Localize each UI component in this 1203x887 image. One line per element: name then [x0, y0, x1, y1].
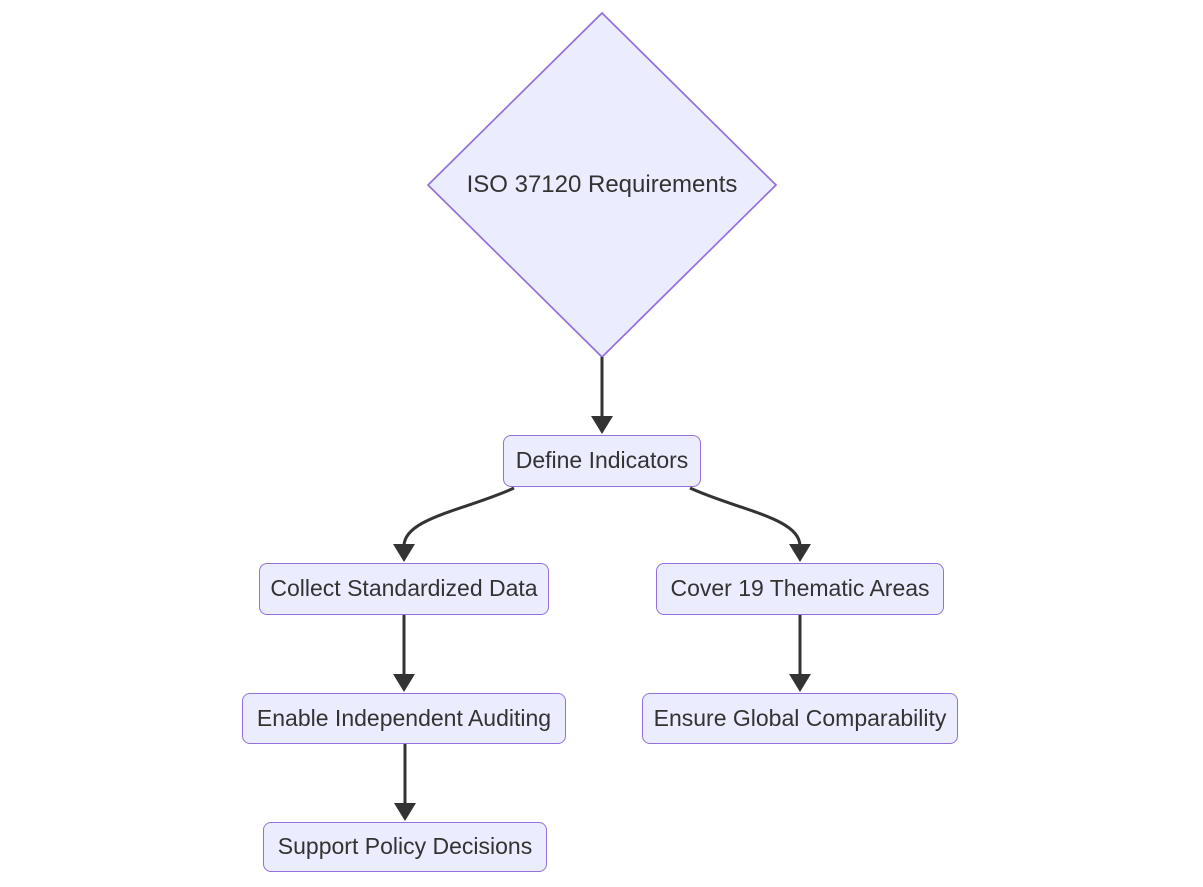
arrowhead-collect-to-audit	[393, 674, 415, 692]
node-ensure-global-comparability: Ensure Global Comparability	[642, 693, 958, 744]
node-enable-independent-auditing: Enable Independent Auditing	[242, 693, 566, 744]
arrowhead-cover-to-comparability	[789, 674, 811, 692]
edge-define-to-cover	[689, 486, 802, 547]
node-cover-19-thematic-areas: Cover 19 Thematic Areas	[656, 563, 944, 615]
arrowhead-audit-to-policy	[394, 803, 416, 821]
node-iso-37120-requirements: ISO 37120 Requirements	[466, 171, 738, 198]
node-define-indicators: Define Indicators	[503, 435, 701, 487]
arrowhead-root-to-define	[591, 416, 613, 434]
arrowhead-define-to-collect	[393, 544, 415, 562]
node-collect-standardized-data: Collect Standardized Data	[259, 563, 549, 615]
edge-define-to-collect	[402, 486, 515, 547]
arrowhead-define-to-cover	[789, 544, 811, 562]
node-support-policy-decisions: Support Policy Decisions	[263, 822, 547, 872]
